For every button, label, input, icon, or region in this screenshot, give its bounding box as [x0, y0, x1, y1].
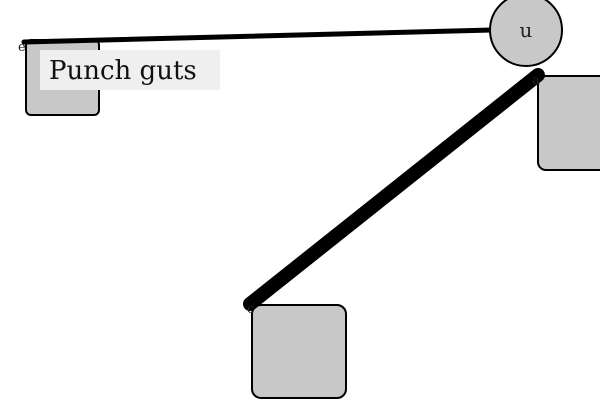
edge-label-background [40, 50, 220, 90]
edge-label: Punch guts [49, 56, 197, 86]
edge-thick[interactable] [243, 68, 545, 311]
node-box-bottom[interactable] [251, 304, 347, 399]
edge-thin[interactable] [21, 27, 495, 45]
port-label-c: c [247, 302, 254, 317]
node-circle-label: u [520, 18, 533, 42]
node-circle-u[interactable] [489, 0, 563, 67]
node-box-right[interactable] [537, 75, 600, 171]
port-label-e: e [18, 40, 26, 55]
port-label-a: a [532, 73, 540, 88]
